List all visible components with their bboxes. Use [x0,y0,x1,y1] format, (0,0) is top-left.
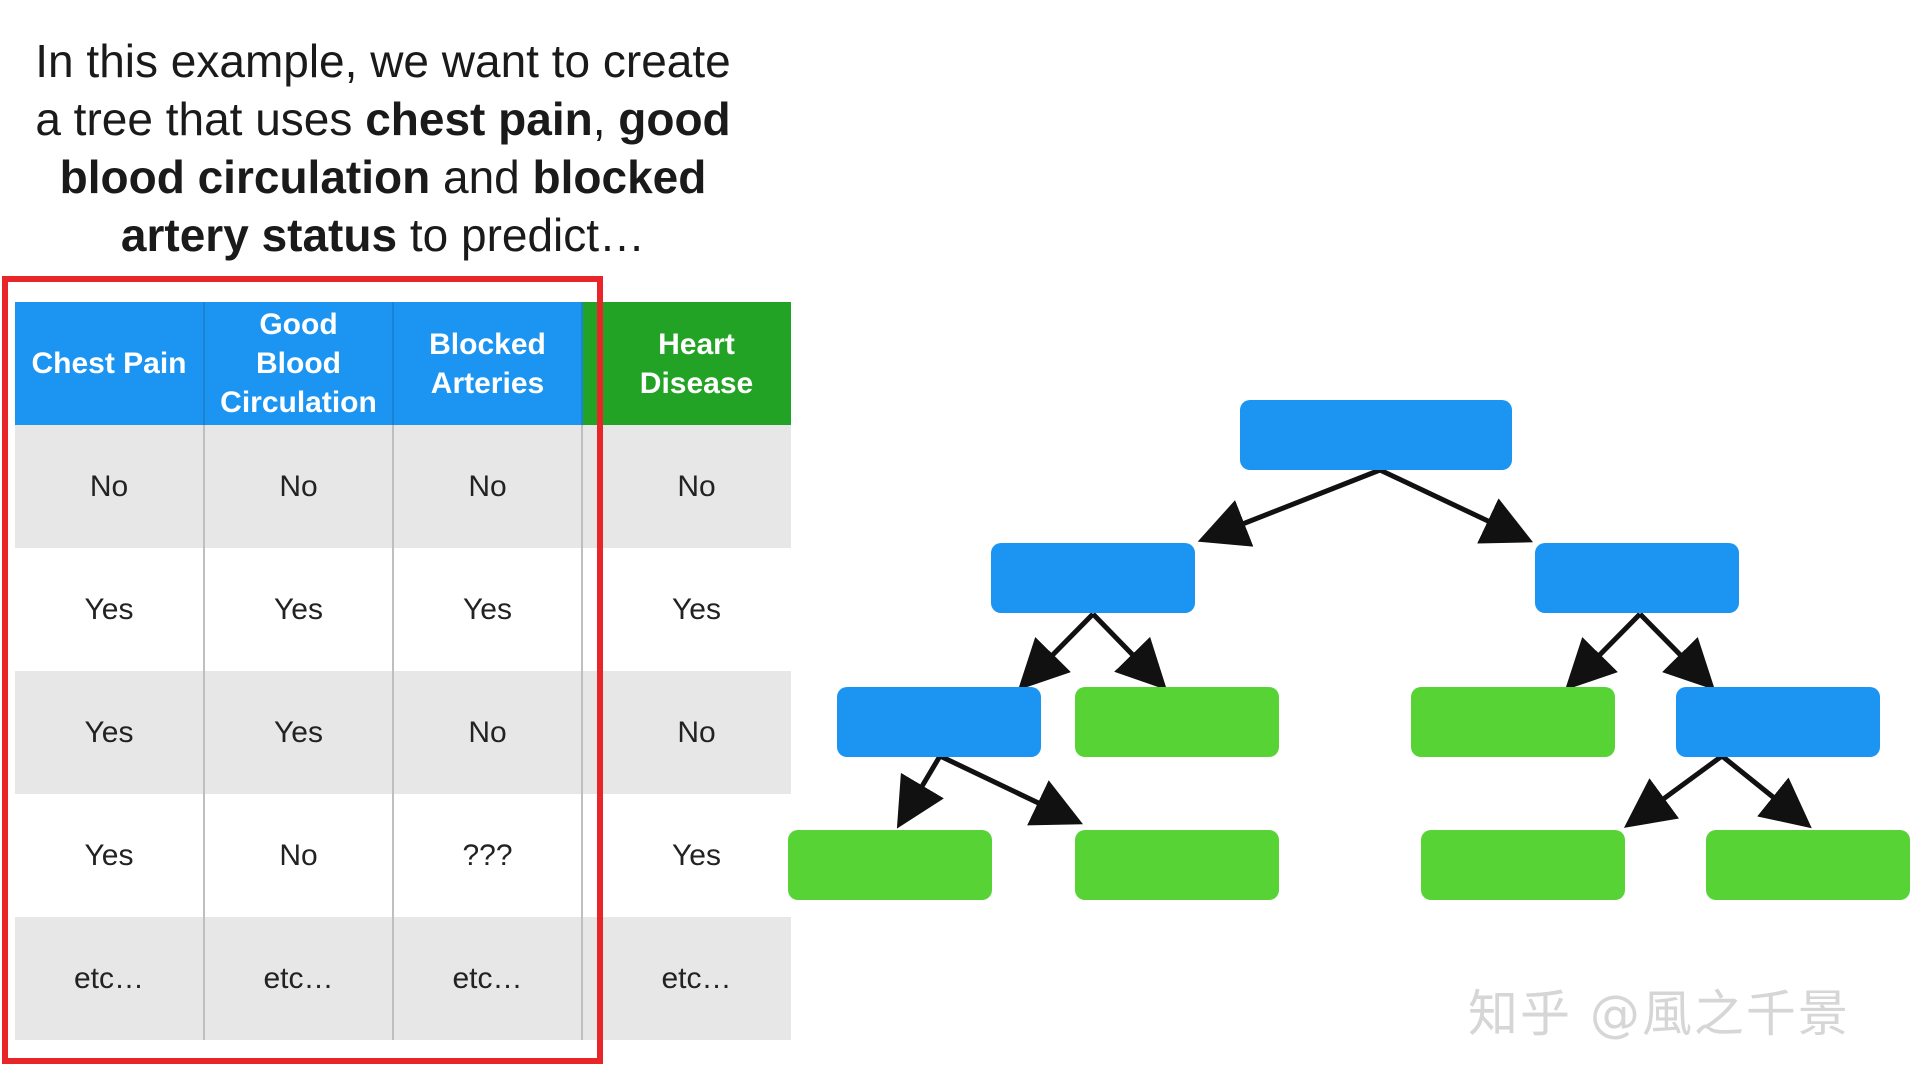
intro-line-2: a tree that uses chest pain, good [35,93,731,145]
edge-r1-right [1638,612,1716,691]
cell-heart-disease: Yes [602,794,791,917]
cell-heart-disease: Yes [602,548,791,671]
edge-l2-left [896,754,944,829]
leaf-node-right-left [1411,687,1615,757]
cell-chest-pain: Yes [15,794,205,917]
leaf-node-llr [1075,830,1279,900]
cell-chest-pain: No [15,425,205,548]
edge-l1-right [1091,612,1167,691]
cell-heart-disease: etc… [602,917,791,1040]
header-heart-disease: Heart Disease [602,302,791,425]
cell-chest-pain: Yes [15,548,205,671]
cell-good-blood-circulation: etc… [204,917,394,1040]
cell-chest-pain: Yes [15,671,205,794]
heart-disease-table: Chest Pain Good Blood Circulation Blocke… [15,302,792,1040]
leaf-node-rrl [1421,830,1625,900]
cell-good-blood-circulation: Yes [204,548,394,671]
decision-node-left [991,543,1195,613]
tree-nodes [788,400,1910,900]
watermark-text: 知乎 @風之千景 [1468,985,1850,1043]
cell-blocked-arteries: No [393,425,583,548]
cell-heart-disease: No [602,671,791,794]
edge-r1-left [1564,612,1642,691]
intro-line-3: blood circulation and blocked [59,151,707,203]
intro-line-1: In this example, we want to create [35,35,731,87]
leaf-node-lll [788,830,992,900]
decision-node-right [1535,543,1739,613]
edge-r2-right [1720,754,1812,829]
header-blocked-arteries: Blocked Arteries [393,302,583,425]
cell-chest-pain: etc… [15,917,205,1040]
decision-node-left-left [837,687,1041,757]
table-row: Yes Yes No No [15,671,791,794]
cell-blocked-arteries: Yes [393,548,583,671]
cell-good-blood-circulation: Yes [204,671,394,794]
header-chest-pain: Chest Pain [15,302,205,425]
cell-blocked-arteries: etc… [393,917,583,1040]
root-decision-node [1240,400,1512,470]
cell-blocked-arteries: ??? [393,794,583,917]
intro-text: In this example, we want to create a tre… [0,32,766,264]
decision-node-right-right [1676,687,1880,757]
intro-line-4: artery status to predict… [120,209,646,261]
cell-blocked-arteries: No [393,671,583,794]
edge-l2-right [938,753,1084,826]
edge-root-left [1197,467,1381,547]
table-row: No No No No [15,425,791,548]
tree-edges [896,467,1812,829]
leaf-node-rrr [1706,830,1910,900]
feature-columns-highlight [2,276,603,1064]
table-row: Yes No ??? Yes [15,794,791,917]
cell-good-blood-circulation: No [204,794,394,917]
table-header-row: Chest Pain Good Blood Circulation Blocke… [15,302,791,425]
edge-l1-left [1017,612,1095,691]
edge-r2-left [1623,753,1724,828]
header-good-blood-circulation: Good Blood Circulation [204,302,394,425]
cell-good-blood-circulation: No [204,425,394,548]
edge-root-right [1378,467,1534,544]
cell-heart-disease: No [602,425,791,548]
leaf-node-left-right [1075,687,1279,757]
